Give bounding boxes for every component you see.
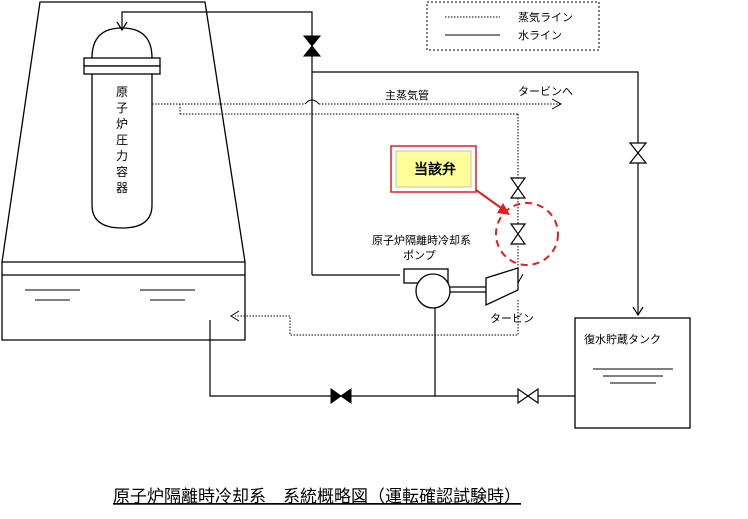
diagram-title: 原子炉隔離時冷却系 系統概略図（運転確認試験時）: [113, 487, 521, 507]
closed-valve-icon: [302, 35, 322, 57]
target-valve-icon: [509, 223, 527, 245]
condensate-tank-label: 復水貯蔵タンク: [584, 333, 661, 346]
callout-arrow: [475, 189, 510, 215]
centrifugal-pump-icon: [403, 268, 451, 309]
rcic-pump-label-line2: ポンプ: [403, 249, 436, 262]
rpv-label: 原 子 炉 圧 力 容 器: [116, 85, 128, 195]
rpv-label-char: 原: [116, 85, 128, 99]
turbine-icon: [485, 267, 519, 307]
pump-turbine-shaft: [450, 286, 486, 293]
target-valve-highlight-circle: [495, 202, 559, 266]
reactor-pressure-vessel: [83, 27, 161, 229]
rcic-pump-label-line1: 原子炉隔離時冷却系: [372, 233, 471, 247]
valve-callout: 当該弁: [390, 145, 477, 193]
rpv-label-char: 子: [116, 101, 128, 115]
suppression-pool-water-icon: [25, 289, 195, 301]
main-steam-line: [152, 99, 560, 115]
to-turbine-label: タービンへ: [518, 85, 573, 98]
rpv-label-char: 力: [116, 149, 128, 163]
closed-valve-icon: [330, 388, 352, 404]
valve-icon: [628, 142, 648, 164]
valve-callout-label: 当該弁: [414, 161, 456, 178]
legend: 蒸気ライン 水ライン: [426, 1, 600, 51]
rpv-label-char: 器: [116, 181, 128, 195]
injection-water-line: [116, 11, 313, 275]
rpv-label-char: 炉: [116, 117, 128, 131]
exhaust-arrow-icon: [230, 310, 240, 322]
valve-icon: [517, 387, 539, 405]
turbine-exhaust-line: [235, 300, 519, 336]
main-steam-pipe-label: 主蒸気管: [385, 88, 429, 102]
tank-water-icon: [593, 368, 673, 384]
turbine-label: タービン: [490, 312, 534, 325]
legend-water-line-label: 水ライン: [518, 29, 562, 42]
tank-return-water-line: [312, 71, 644, 317]
pump-suction-water-line: [209, 308, 575, 397]
legend-steam-line-label: 蒸気ライン: [518, 10, 573, 24]
valve-icon: [509, 177, 527, 199]
rpv-label-char: 容: [116, 164, 128, 179]
condensate-storage-tank: [574, 317, 691, 429]
rpv-label-char: 圧: [116, 133, 128, 147]
steam-arrow-icon: [551, 98, 563, 110]
